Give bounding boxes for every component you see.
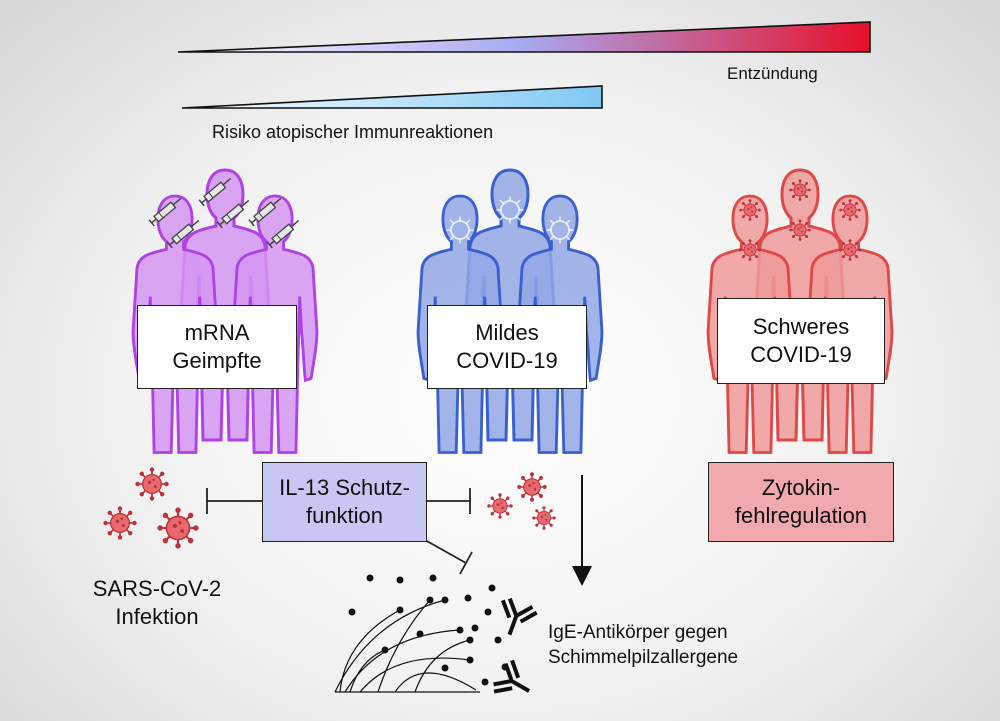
infection-label: SARS-CoV-2 Infektion <box>82 575 232 631</box>
virus-icon <box>531 505 557 531</box>
il13-inhibition-arrows <box>206 488 473 575</box>
il13-label-line2: funktion <box>305 503 384 528</box>
ige-antibody-icon <box>488 656 541 709</box>
group-label-line1: Mildes <box>475 320 539 345</box>
atopic-risk-label: Risiko atopischer Immunreaktionen <box>212 122 494 142</box>
virus-icon <box>738 238 762 262</box>
il13-label-line1: IL-13 Schutz- <box>279 475 410 500</box>
cytokine-label-line2: fehlregulation <box>734 503 868 528</box>
cytokine-label-line1: Zytokin- <box>761 475 841 500</box>
virus-icon <box>102 505 138 541</box>
group-box-vaccinated: mRNA Geimpfte <box>137 305 297 389</box>
virus-icon <box>788 178 812 202</box>
group-box-mild-covid: Mildes COVID-19 <box>427 305 587 389</box>
ige-antibody-icon <box>490 594 541 643</box>
group-label-line2: Geimpfte <box>172 348 262 373</box>
group-label-line2: COVID-19 <box>750 342 852 367</box>
virus-icon <box>788 218 812 242</box>
down-arrow-head <box>572 566 592 586</box>
group-box-severe-covid: Schweres COVID-19 <box>717 298 885 384</box>
ige-label-line2: Schimmelpilzallergene <box>548 647 739 668</box>
virus-icon <box>516 471 548 503</box>
mold-spores-icon <box>348 574 509 686</box>
ige-label-line1: IgE-Antikörper gegen <box>548 622 728 643</box>
group-label-line1: mRNA <box>184 320 250 345</box>
virus-icon <box>838 198 862 222</box>
infection-label-line2: Infektion <box>115 604 199 629</box>
group-label-line2: COVID-19 <box>456 348 558 373</box>
virus-icon <box>134 466 170 502</box>
atopic-risk-gradient-wedge <box>181 85 603 109</box>
group-label-line1: Schweres <box>752 314 850 339</box>
ige-label: IgE-Antikörper gegen Schimmelpilzallerge… <box>548 620 738 670</box>
infection-label-line1: SARS-CoV-2 <box>92 576 222 601</box>
virus-icon <box>156 506 200 550</box>
il13-protection-box: IL-13 Schutz- funktion <box>262 462 427 542</box>
virus-icon <box>738 198 762 222</box>
virus-icon <box>838 238 862 262</box>
inflammation-label: Entzündung <box>727 64 818 83</box>
inflammation-gradient-wedge <box>177 21 871 53</box>
cytokine-dysregulation-box: Zytokin- fehlregulation <box>708 462 894 542</box>
virus-icon <box>486 492 514 520</box>
mold-hyphae-icon <box>334 599 480 693</box>
